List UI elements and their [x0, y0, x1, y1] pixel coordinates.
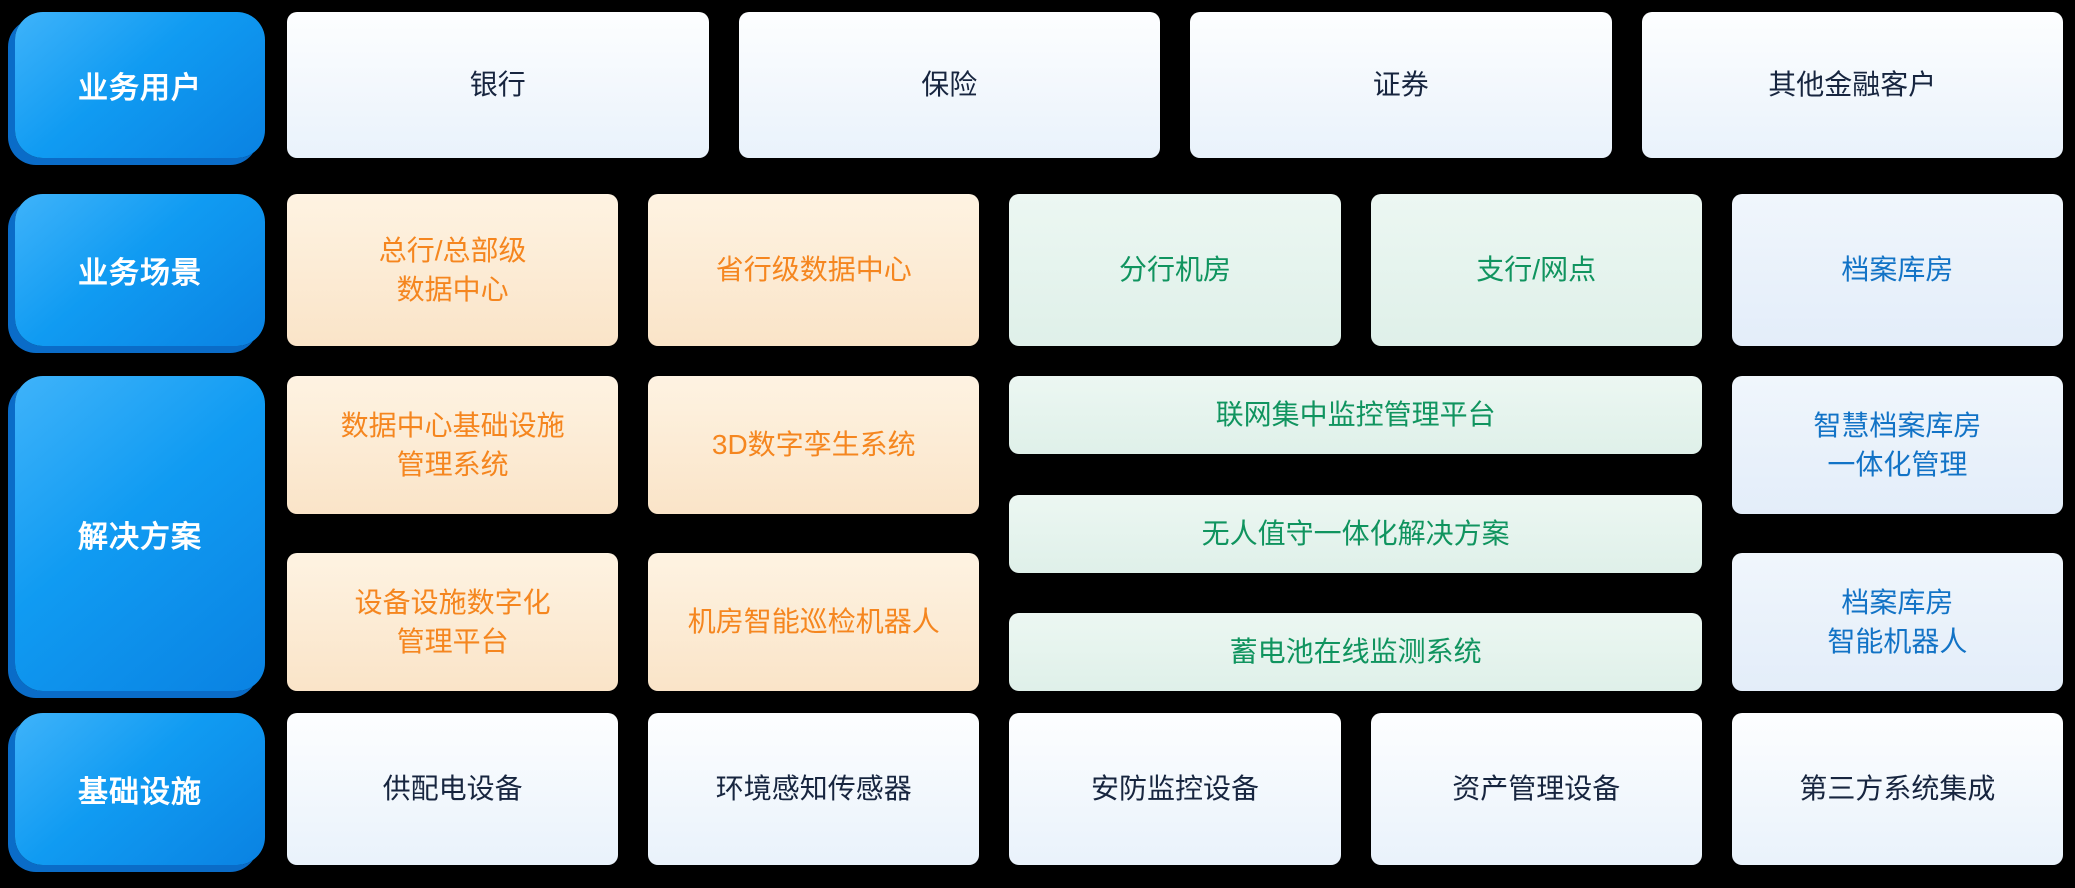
row-business-users: 业务用户 银行 保险 证券 其他金融客户	[15, 12, 2063, 158]
cell-provincial-datacenter: 省行级数据中心	[648, 194, 980, 346]
business-scenarios-cells: 总行/总部级 数据中心 省行级数据中心 分行机房 支行/网点 档案库房	[287, 194, 2063, 346]
row-business-scenarios: 业务场景 总行/总部级 数据中心 省行级数据中心 分行机房 支行/网点 档案库房	[15, 194, 2063, 346]
cell-unattended-solution: 无人值守一体化解决方案	[1009, 494, 1702, 573]
solutions-col-digital: 3D数字孪生系统 机房智能巡检机器人	[648, 376, 980, 691]
cell-facility-digital-platform: 设备设施数字化 管理平台	[287, 553, 619, 691]
cell-other-financial-customers: 其他金融客户	[1641, 12, 2063, 158]
cell-hq-datacenter: 总行/总部级 数据中心	[287, 194, 619, 346]
cell-power-distribution-equipment: 供配电设备	[287, 713, 619, 865]
cell-dcim-system: 数据中心基础设施 管理系统	[287, 376, 619, 514]
cell-battery-online-monitoring: 蓄电池在线监测系统	[1009, 613, 1702, 691]
cell-bank: 银行	[287, 12, 709, 158]
cell-asset-management-equipment: 资产管理设备	[1370, 713, 1702, 865]
solutions-col-datacenter: 数据中心基础设施 管理系统 设备设施数字化 管理平台	[287, 376, 619, 691]
business-users-cells: 银行 保险 证券 其他金融客户	[287, 12, 2063, 158]
solutions-cells: 数据中心基础设施 管理系统 设备设施数字化 管理平台 3D数字孪生系统 机房智能…	[287, 376, 2063, 691]
label-solutions: 解决方案	[15, 376, 265, 691]
label-business-scenarios: 业务场景	[15, 194, 265, 346]
cell-environment-sensors: 环境感知传感器	[648, 713, 980, 865]
cell-insurance: 保险	[738, 12, 1160, 158]
row-infrastructure: 基础设施 供配电设备 环境感知传感器 安防监控设备 资产管理设备 第三方系统集成	[15, 713, 2063, 865]
cell-security-monitoring-equipment: 安防监控设备	[1009, 713, 1341, 865]
cell-3d-digital-twin: 3D数字孪生系统	[648, 376, 980, 514]
cell-centralized-monitoring-platform: 联网集中监控管理平台	[1009, 376, 1702, 454]
solutions-col-monitoring: 联网集中监控管理平台 无人值守一体化解决方案 蓄电池在线监测系统	[1009, 376, 1702, 691]
cell-subbranch-outlet: 支行/网点	[1370, 194, 1702, 346]
cell-third-party-system-integration: 第三方系统集成	[1731, 713, 2063, 865]
cell-securities: 证券	[1190, 12, 1612, 158]
cell-archive-robot: 档案库房 智能机器人	[1731, 553, 2063, 691]
solutions-col-archive: 智慧档案库房 一体化管理 档案库房 智能机器人	[1731, 376, 2063, 691]
cell-branch-machine-room: 分行机房	[1009, 194, 1341, 346]
cell-smart-archive-management: 智慧档案库房 一体化管理	[1731, 376, 2063, 514]
infrastructure-cells: 供配电设备 环境感知传感器 安防监控设备 资产管理设备 第三方系统集成	[287, 713, 2063, 865]
cell-inspection-robot: 机房智能巡检机器人	[648, 553, 980, 691]
label-business-users: 业务用户	[15, 12, 265, 158]
cell-archive-warehouse: 档案库房	[1731, 194, 2063, 346]
label-infrastructure: 基础设施	[15, 713, 265, 865]
row-solutions: 解决方案 数据中心基础设施 管理系统 设备设施数字化 管理平台 3D数字孪生系统…	[15, 376, 2063, 691]
